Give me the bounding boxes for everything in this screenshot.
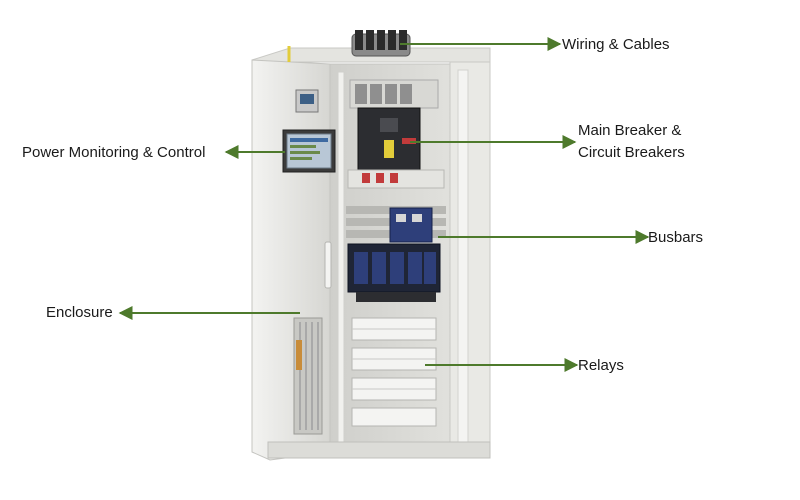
busbar-device (389, 207, 433, 243)
label-wiring-cables: Wiring & Cables (562, 36, 670, 53)
cable-gland (355, 30, 363, 50)
door-handle (324, 241, 332, 289)
cable-gland (377, 30, 385, 50)
cabinet-base (267, 441, 491, 459)
label-relays: Relays (578, 357, 624, 374)
breaker-handle (384, 140, 394, 158)
relay-row (351, 407, 437, 427)
callout-arrows (118, 37, 650, 372)
label-main-breaker: Main Breaker & Circuit Breakers (578, 120, 685, 164)
main-breaker-area (347, 79, 445, 189)
label-power-monitoring: Power Monitoring & Control (22, 144, 206, 161)
label-busbars: Busbars (648, 229, 704, 246)
door-meter (295, 89, 319, 113)
cabinet-right-frame (449, 61, 491, 453)
frame-rail (457, 69, 469, 443)
label-enclosure: Enclosure (46, 304, 113, 321)
busbar-section (346, 206, 446, 243)
label-main-breaker-line1: Main Breaker & (578, 122, 682, 139)
power-monitor-display (282, 129, 336, 173)
cable-gland (388, 30, 396, 50)
cable-gland (366, 30, 374, 50)
frame-rail (337, 71, 345, 443)
relay-rows (351, 317, 437, 427)
side-cable-bundle (293, 317, 323, 435)
cable-gland (399, 30, 407, 50)
label-main-breaker-line2: Circuit Breakers (578, 144, 685, 161)
cable-glands (351, 30, 411, 57)
distribution-breakers (347, 243, 441, 302)
